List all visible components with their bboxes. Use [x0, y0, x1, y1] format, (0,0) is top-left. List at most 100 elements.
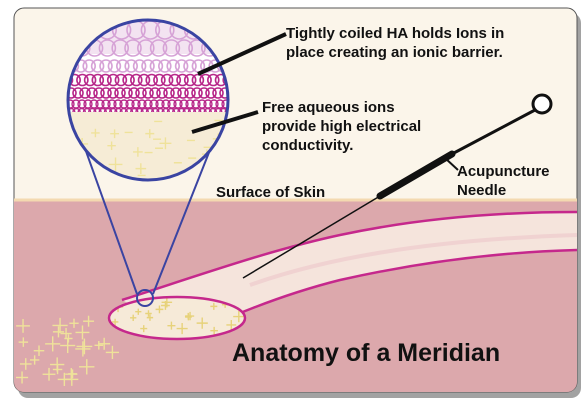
ha-coil-mid	[72, 87, 84, 99]
diagram-title: Anatomy of a Meridian	[232, 339, 501, 367]
free-ions-line-1: Free aqueous ions	[262, 99, 395, 116]
ha-coil-mid	[107, 59, 122, 73]
skin-ion	[68, 369, 77, 379]
ha-coil-mid	[90, 59, 105, 73]
lens-ion	[107, 141, 116, 150]
lens-ion	[135, 163, 147, 174]
ha-coil-tight	[215, 99, 225, 109]
tube-ion	[161, 297, 173, 308]
ha-coil-mid	[176, 73, 189, 87]
skin-surface-label: Surface of Skin	[216, 184, 326, 201]
ha-coil-light	[175, 39, 193, 57]
skin-ion	[75, 341, 91, 357]
ha-coil-light	[188, 39, 206, 57]
ha-barrier-line-1: Tightly coiled HA holds Ions in	[286, 25, 505, 42]
tube-ion	[233, 310, 245, 323]
ha-coil-mid	[153, 73, 166, 87]
ha-coil-light	[124, 39, 142, 57]
ha-coil-tight	[179, 99, 189, 109]
tube-ion	[155, 305, 164, 314]
skin-ion-cluster	[15, 315, 120, 387]
ha-coil-mid	[83, 73, 97, 87]
ha-coil-mid	[184, 87, 196, 99]
ha-coil-mid	[170, 87, 182, 99]
needle-stem	[451, 108, 536, 156]
ha-coil-mid	[163, 87, 175, 99]
ions-leader-line	[191, 110, 259, 134]
ha-coil-mid	[149, 87, 161, 99]
ha-coil-mid	[124, 59, 138, 73]
free-ions-line-2: provide high electrical	[262, 118, 422, 135]
ha-coil-tight	[185, 99, 195, 109]
ha-coil-mid	[198, 87, 210, 99]
ha-coil-mid	[141, 59, 155, 73]
skin-ion	[60, 327, 72, 340]
tube-ion	[135, 308, 142, 315]
free-ions-label: Free aqueous ions provide high electrica…	[262, 98, 421, 155]
ha-coil-mid	[174, 59, 189, 73]
tube-ion	[111, 318, 119, 326]
skin-ion	[94, 340, 104, 350]
ha-coil-mid	[99, 73, 112, 87]
ha-coil-mid	[191, 87, 203, 99]
ha-coil-mid	[86, 87, 98, 99]
free-ions-line-3: conductivity.	[262, 137, 354, 154]
ha-coil-mid	[166, 59, 180, 73]
lens-ion	[108, 157, 123, 172]
tube-ion	[145, 310, 152, 317]
skin-ion	[52, 317, 68, 334]
needle-label-line-2: Needle	[457, 182, 507, 199]
needle-handle	[376, 150, 456, 200]
ha-coil-mid	[116, 59, 130, 73]
ha-coil-mid	[156, 87, 168, 99]
skin-ion	[64, 334, 73, 343]
ha-coil-mid	[160, 73, 174, 87]
skin-ion	[98, 337, 111, 350]
ha-coil-mid	[107, 87, 119, 99]
ha-coil-mid	[168, 73, 182, 87]
skin-ion	[83, 315, 95, 327]
needle-label-line-1: Acupuncture	[457, 163, 550, 180]
ha-coil-mid	[82, 59, 96, 73]
needle-shaft	[242, 195, 381, 279]
meridian-channel-highlight	[249, 233, 577, 287]
ha-coil-mid	[128, 87, 140, 99]
ha-coil-tight	[137, 99, 147, 109]
meridian-channel-top-edge	[121, 210, 577, 302]
ha-coil-mid	[183, 59, 197, 73]
ha-coil-mid	[137, 73, 151, 87]
needle-label: Acupuncture Needle	[457, 162, 550, 200]
skin-ion	[52, 364, 63, 375]
ha-coil-mid	[114, 87, 126, 99]
ha-coil-mid	[149, 59, 164, 73]
tube-ion	[167, 321, 176, 330]
cross-section-ions	[111, 297, 245, 335]
ha-coil-mid	[114, 73, 128, 87]
ha-leader-line	[197, 32, 287, 76]
ha-coil-tight	[173, 99, 183, 109]
ha-coil-mid	[79, 87, 91, 99]
lens-ion	[110, 129, 120, 139]
tube-ion	[210, 326, 218, 335]
ha-coil-tight	[143, 99, 153, 109]
ha-coil-light	[149, 39, 168, 57]
skin-ion	[52, 326, 65, 338]
skin-ion	[18, 337, 29, 347]
ha-coil-mid	[68, 87, 77, 99]
ha-coil-mid	[222, 73, 228, 87]
ha-coil-mid	[212, 87, 224, 99]
ha-coil-tight	[221, 99, 228, 109]
ha-coil-mid	[68, 73, 74, 87]
meridian-cross-section-outline	[107, 295, 247, 341]
ha-coil-mid	[158, 59, 172, 73]
skin-ion	[42, 367, 56, 381]
ha-coil-mid	[106, 73, 120, 87]
ha-coil-mid	[91, 73, 105, 87]
tube-ion	[196, 317, 208, 329]
tube-ion	[226, 320, 237, 330]
tube-ion	[185, 311, 195, 321]
ha-coil-mid	[121, 87, 133, 99]
ha-coil-light	[111, 39, 129, 57]
ha-coil-mid	[142, 87, 154, 99]
ha-coil-mid	[219, 87, 228, 99]
